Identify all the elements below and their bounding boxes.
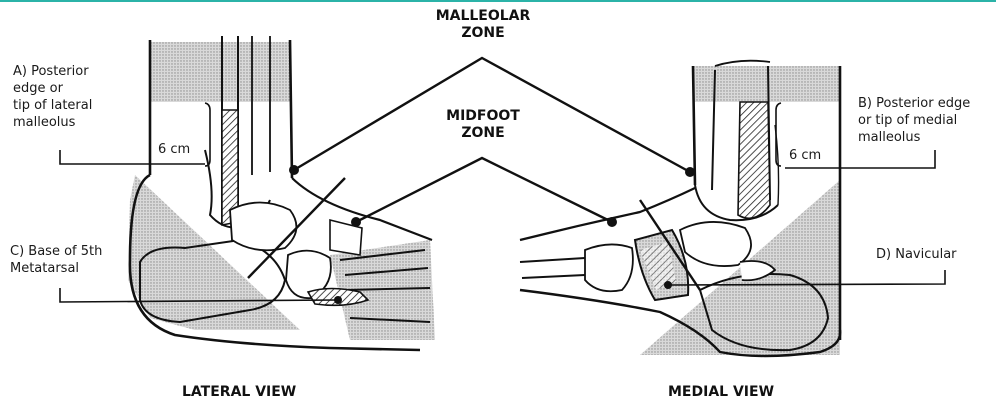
- medial-point-b: [685, 167, 695, 177]
- lateral-point-a: [289, 165, 299, 175]
- medial-leg-top: [715, 61, 770, 66]
- measure-label-right: 6 cm: [789, 147, 821, 164]
- label-b-medial-malleolus: B) Posterior edge or tip of medial malle…: [858, 95, 993, 146]
- medial-tibia-hatch: [738, 102, 770, 218]
- lateral-leg-shading: [150, 42, 290, 102]
- midfoot-zone-line: [356, 158, 612, 222]
- medial-metatarsal-2: [522, 275, 585, 278]
- label-d-navicular: D) Navicular: [876, 246, 991, 263]
- medial-midfoot-point: [607, 217, 617, 227]
- label-a-lateral-malleolus: A) Posterior edge or tip of lateral mall…: [13, 63, 143, 131]
- medial-talus: [680, 222, 751, 266]
- malleolar-zone-label: MALLEOLAR ZONE: [428, 8, 538, 42]
- measure-label-left: 6 cm: [158, 141, 190, 158]
- medial-view-title: MEDIAL VIEW: [668, 384, 774, 400]
- lateral-foot: [128, 36, 435, 350]
- lateral-midfoot-point: [351, 217, 361, 227]
- medial-metatarsal-1: [520, 258, 585, 262]
- medial-cuneiform: [585, 244, 633, 291]
- midfoot-zone-label: MIDFOOT ZONE: [428, 108, 538, 142]
- label-c-fifth-metatarsal: C) Base of 5th Metatarsal: [10, 243, 140, 277]
- lateral-talus: [230, 203, 296, 251]
- lateral-view-title: LATERAL VIEW: [182, 384, 296, 400]
